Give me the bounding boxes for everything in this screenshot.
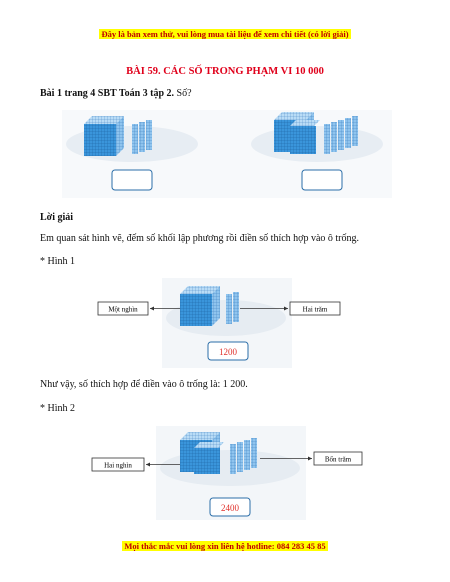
figure1-right-label: Hai trăm [303,306,328,314]
figure2-label: * Hình 2 [40,403,75,414]
figure2-right-label: Bốn trăm [325,456,352,464]
label-box-left-2 [91,457,145,472]
lesson-title: BÀI 59. CÁC SỐ TRONG PHẠM VI 10 000 [126,66,324,77]
cube-block-right [274,112,320,154]
flat-hundreds [226,292,239,324]
header-notice: Đây là bản xem thử, vui lòng mua tài liệ… [0,24,450,42]
cube-block-left [84,116,124,156]
header-notice-text: Đây là bản xem thử, vui lòng mua tài liệ… [99,29,351,39]
solution-heading: Lời giải [40,212,74,223]
figure2-left-label: Hai nghìn [104,462,132,470]
figure-2: Hai nghìn Bốn trăm 2400 [91,426,363,520]
figure2-answer: 2400 [221,503,240,513]
figure1-left-label: Một nghìn [108,306,138,314]
label-box-left [97,301,149,316]
footer-notice-text: Mọi thắc mắc vui lòng xin liên hệ hotlin… [122,541,328,551]
figure2-answer-box [209,497,251,517]
figure1-label: * Hình 1 [40,256,75,267]
figure1-conclusion: Như vậy, số thích hợp để điền vào ô trốn… [40,379,248,390]
exercise-label: Bài 1 trang 4 SBT Toán 3 tập 2. [40,88,175,99]
label-box-right-2 [313,451,363,466]
footer-notice: Mọi thắc mắc vui lòng xin liên hệ hotlin… [0,536,450,554]
flat-hundreds-2 [230,438,257,474]
answer-box-right[interactable] [301,169,343,191]
flat-rows-left [132,120,152,154]
cube-thousands [180,432,224,474]
label-box-right [289,301,341,316]
solution-intro: Em quan sát hình vẽ, đếm số khối lập phư… [40,233,360,244]
figure-1: Một nghìn Hai trăm 1200 [97,278,341,368]
exercise-line: Bài 1 trang 4 SBT Toán 3 tập 2. Số? [40,88,192,99]
flat-rows-right [324,116,358,154]
answer-box-left[interactable] [111,169,153,191]
cube-thousand [180,286,220,326]
exercise-figure [62,110,392,198]
figure1-answer: 1200 [219,347,238,357]
exercise-prompt: Số? [176,88,192,99]
figure1-answer-box [207,341,249,361]
